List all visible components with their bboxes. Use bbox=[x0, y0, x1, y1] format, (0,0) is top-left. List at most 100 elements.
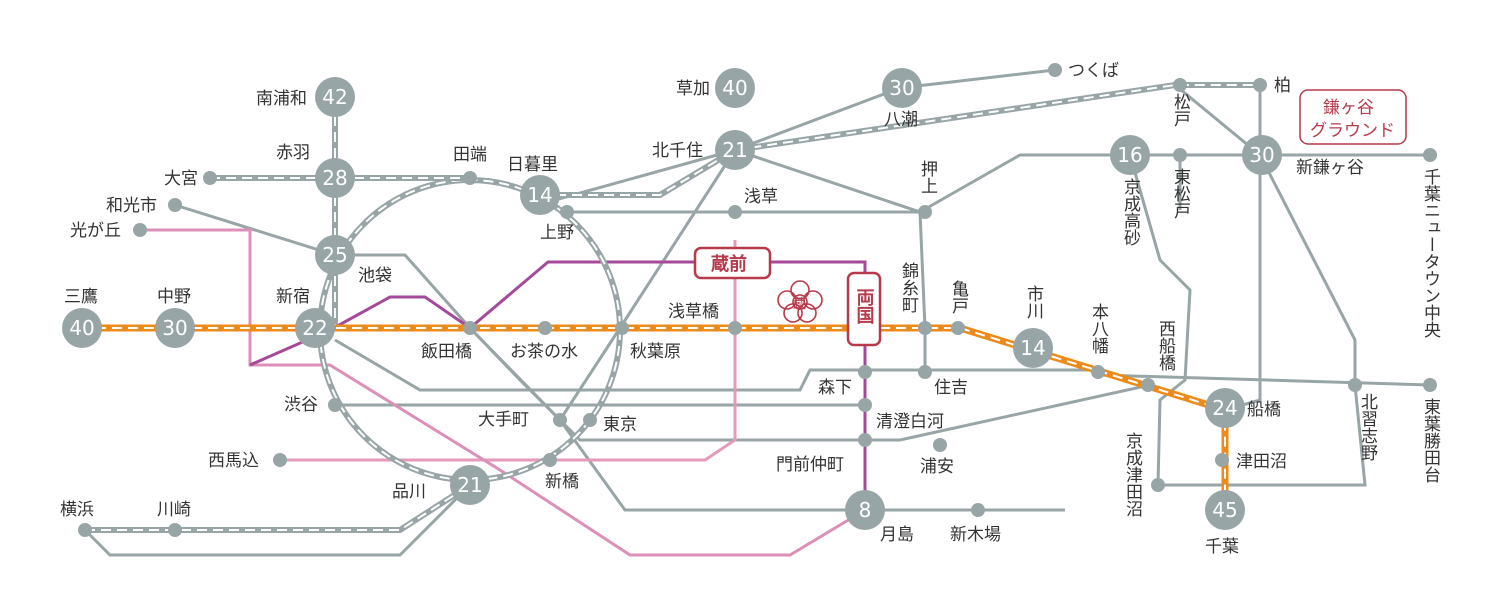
label-higashimatsudo: 東松戸 bbox=[1170, 168, 1191, 219]
label-nishimagome: 西馬込 bbox=[208, 451, 259, 471]
vertical-labels: 押上 錦糸町 亀戸 市川 本八幡 西船橋 京成高砂 東松戸 松戸 京成津田沼 北… bbox=[898, 93, 1441, 517]
badge-chiba: 45 bbox=[1205, 490, 1245, 530]
label-funabashi: 船橋 bbox=[1247, 400, 1281, 420]
badge-kitasenju: 21 bbox=[715, 130, 755, 170]
label-akabane: 赤羽 bbox=[276, 143, 310, 163]
svg-text:22: 22 bbox=[302, 316, 327, 340]
label-yashio: 八潮 bbox=[884, 110, 918, 130]
motoyawata-dot bbox=[1091, 365, 1105, 379]
kuramae-highlight: 蔵前 bbox=[693, 246, 772, 280]
label-kiyosumi: 清澄白河 bbox=[876, 412, 944, 432]
label-soka: 草加 bbox=[676, 79, 710, 99]
monzen-dot bbox=[858, 433, 872, 447]
label-oshiage: 押上 bbox=[917, 160, 938, 194]
iidabashi-dot bbox=[463, 321, 477, 335]
label-wakoshi: 和光市 bbox=[106, 196, 157, 216]
svg-text:蔵前: 蔵前 bbox=[711, 253, 747, 275]
label-kinshicho: 錦糸町 bbox=[898, 262, 919, 313]
nishifunabashi-dot bbox=[1141, 378, 1155, 392]
label-nippori: 日暮里 bbox=[507, 155, 558, 175]
svg-text:21: 21 bbox=[457, 473, 482, 497]
label-nishifunabashi: 西船橋 bbox=[1155, 320, 1176, 372]
label-tokatsudai: 東葉勝田台 bbox=[1420, 398, 1441, 483]
svg-text:グラウンド: グラウンド bbox=[1310, 121, 1395, 141]
label-kitasenju: 北千住 bbox=[652, 141, 703, 161]
label-chiba: 千葉 bbox=[1205, 537, 1239, 557]
svg-text:40: 40 bbox=[722, 76, 747, 100]
svg-text:16: 16 bbox=[1117, 143, 1142, 167]
label-motoyawata: 本八幡 bbox=[1088, 303, 1109, 354]
label-shibuya: 渋谷 bbox=[284, 395, 318, 415]
nishimagome-dot bbox=[273, 453, 287, 467]
badges: 42 28 25 22 40 30 14 21 40 30 16 30 14 2… bbox=[62, 68, 1282, 530]
label-tsudanuma: 津田沼 bbox=[1236, 452, 1287, 472]
badge-soka: 40 bbox=[715, 68, 755, 108]
badge-yashio: 30 bbox=[882, 68, 922, 108]
label-iidabashi: 飯田橋 bbox=[421, 342, 472, 362]
svg-text:24: 24 bbox=[1212, 396, 1237, 420]
label-ikebukuro: 池袋 bbox=[358, 266, 392, 286]
label-ichikawa: 市川 bbox=[1023, 285, 1044, 319]
label-asakusa: 浅草 bbox=[744, 187, 778, 207]
kuramae-logo: 蔵 bbox=[777, 280, 823, 323]
svg-text:両国: 両国 bbox=[854, 288, 875, 325]
kiyosumi-dot bbox=[858, 398, 872, 412]
higashimatsudo-dot bbox=[1173, 148, 1187, 162]
asakusa-dot bbox=[728, 205, 742, 219]
label-monzen: 門前仲町 bbox=[776, 455, 844, 475]
svg-text:21: 21 bbox=[722, 138, 747, 162]
label-morishita: 森下 bbox=[818, 378, 852, 398]
svg-text:14: 14 bbox=[1020, 336, 1045, 360]
keiseitsudanuma-dot bbox=[1151, 478, 1165, 492]
label-nakano: 中野 bbox=[157, 287, 191, 307]
badge-akabane: 28 bbox=[315, 158, 355, 198]
kawasaki-dot bbox=[168, 523, 182, 537]
label-kawasaki: 川崎 bbox=[157, 500, 191, 520]
tsukuba-dot bbox=[1048, 63, 1062, 77]
label-minamiurawa: 南浦和 bbox=[256, 89, 307, 109]
svg-text:28: 28 bbox=[322, 166, 347, 190]
label-tabata: 田端 bbox=[453, 145, 487, 165]
ueno-dot bbox=[560, 205, 574, 219]
station-dots bbox=[78, 63, 1437, 537]
badge-nakano: 30 bbox=[155, 308, 195, 348]
sumiyoshi-dot bbox=[918, 365, 932, 379]
label-yokohama: 横浜 bbox=[60, 500, 94, 520]
label-matsudo: 松戸 bbox=[1170, 93, 1191, 127]
svg-text:40: 40 bbox=[69, 316, 94, 340]
label-shinkamagaya: 新鎌ヶ谷 bbox=[1296, 158, 1364, 178]
badge-tsukishima: 8 bbox=[845, 490, 885, 530]
tokyo-dot bbox=[583, 413, 597, 427]
svg-text:鎌ヶ谷: 鎌ヶ谷 bbox=[1323, 98, 1374, 118]
label-shinjuku: 新宿 bbox=[276, 287, 310, 307]
kameido-dot bbox=[951, 321, 965, 335]
matsudo-dot bbox=[1173, 78, 1187, 92]
kinshicho-dot bbox=[918, 321, 932, 335]
shibuya-dot bbox=[328, 398, 342, 412]
shimbashi-dot bbox=[543, 453, 557, 467]
badge-funabashi: 24 bbox=[1205, 388, 1245, 428]
label-kameido: 亀戸 bbox=[948, 280, 969, 314]
omiya-dot bbox=[203, 171, 217, 185]
kashiwa-dot bbox=[1253, 78, 1267, 92]
svg-text:30: 30 bbox=[889, 76, 914, 100]
tsudanuma-dot bbox=[1215, 453, 1229, 467]
badge-ichikawa: 14 bbox=[1013, 328, 1053, 368]
label-tsukishima: 月島 bbox=[880, 525, 914, 545]
kamagaya-ground-highlight: 鎌ヶ谷 グラウンド bbox=[1299, 89, 1407, 145]
kitanarashino-dot bbox=[1348, 378, 1362, 392]
label-mitaka: 三鷹 bbox=[64, 286, 98, 307]
otemachi-dot bbox=[553, 413, 567, 427]
label-keiseitsudanuma: 京成津田沼 bbox=[1122, 432, 1143, 517]
badge-shinkamagaya: 30 bbox=[1242, 135, 1282, 175]
badge-minamiurawa: 42 bbox=[315, 77, 355, 117]
chibanewtown-dot bbox=[1423, 148, 1437, 162]
label-ochanomizu: お茶の水 bbox=[510, 342, 578, 362]
svg-text:42: 42 bbox=[322, 85, 347, 109]
label-sumiyoshi: 住吉 bbox=[934, 378, 968, 398]
label-kashiwa: 柏 bbox=[1274, 76, 1291, 96]
tokatsudai-dot bbox=[1423, 378, 1437, 392]
svg-text:8: 8 bbox=[859, 498, 872, 522]
badge-mitaka: 40 bbox=[62, 308, 102, 348]
